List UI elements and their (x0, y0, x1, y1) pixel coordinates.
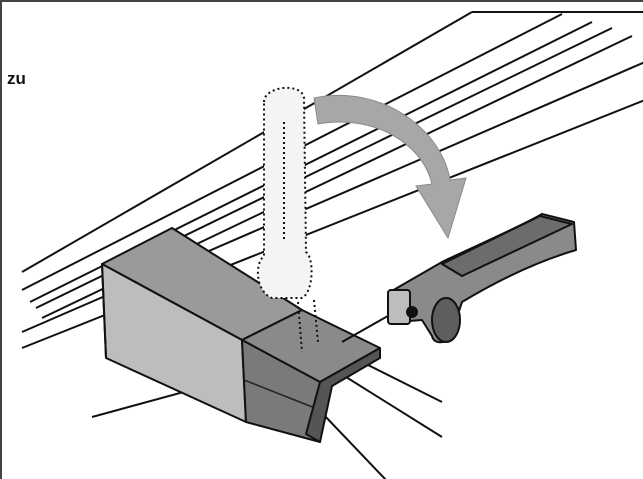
mounting-foot (101, 227, 381, 443)
rotation-arrow (313, 95, 467, 240)
figure-label: zu (7, 69, 26, 88)
lever-outline-dotted (256, 86, 319, 353)
lever-tool (341, 213, 577, 344)
